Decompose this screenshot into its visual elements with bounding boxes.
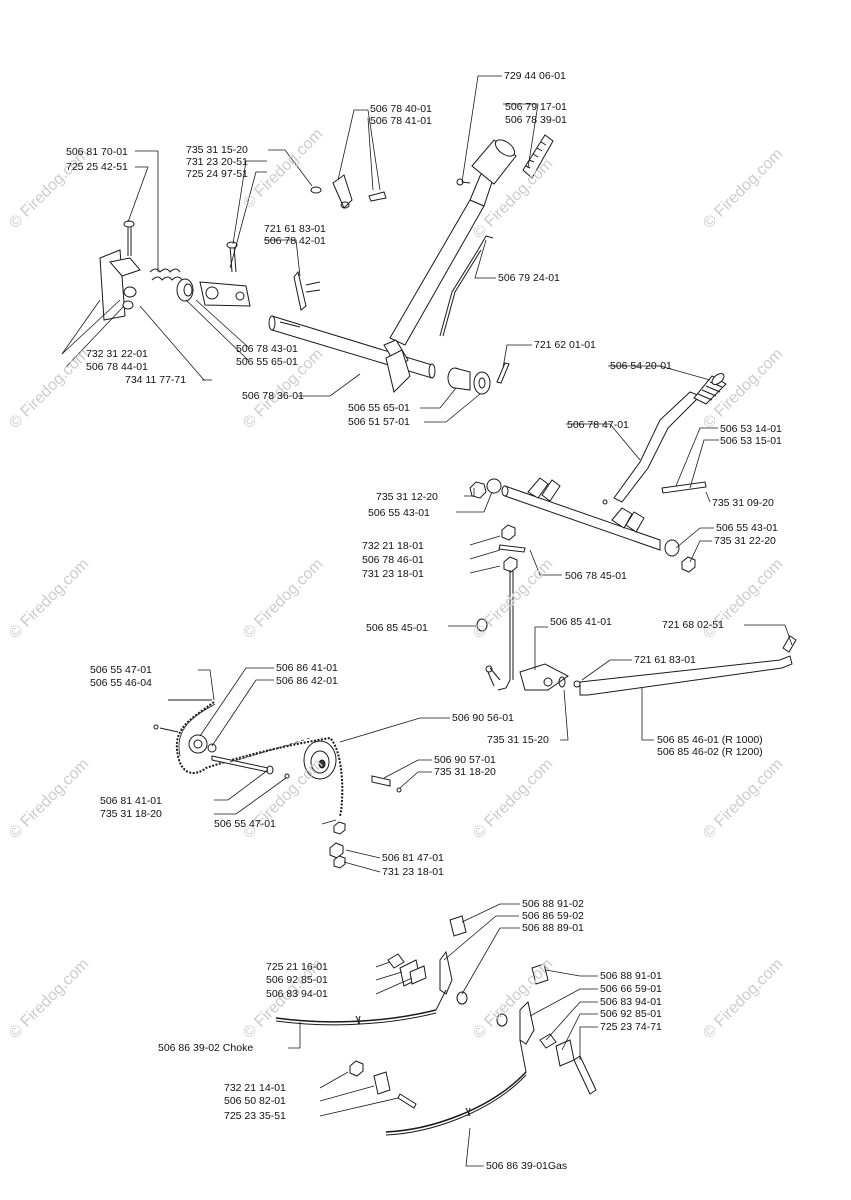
part-label: 732 21 18-01 [362, 540, 424, 552]
part-label: 506 88 91-01 [600, 970, 662, 982]
part-label: 506 81 47-01 [382, 852, 444, 864]
leader-lines-middle [448, 365, 793, 741]
part-label: 506 85 41-01 [550, 616, 612, 628]
part-label: 506 53 15-01 [720, 435, 782, 447]
part-label: 506 55 65-01 [348, 402, 410, 414]
part-label: 725 23 35-51 [224, 1110, 286, 1122]
part-label: 506 90 56-01 [452, 712, 514, 724]
part-label: 735 31 18-20 [100, 808, 162, 820]
part-label: 506 79 17-01 [505, 101, 567, 113]
part-label: 506 78 46-01 [362, 554, 424, 566]
part-label: 729 44 06-01 [504, 70, 566, 82]
part-label: 506 55 43-01 [716, 522, 778, 534]
part-label: 735 31 12-20 [376, 491, 438, 503]
part-label: 506 83 94-01 [266, 988, 328, 1000]
part-label: 731 23 18-01 [382, 866, 444, 878]
part-label: 735 31 15-20 [487, 734, 549, 746]
part-label: 506 78 39-01 [505, 114, 567, 126]
part-label: 506 86 42-01 [276, 675, 338, 687]
leader-lines-chain [198, 667, 450, 873]
part-label: 506 86 39-01Gas [486, 1160, 568, 1172]
part-label: 506 55 47-01 [214, 818, 276, 830]
part-label: 506 55 47-01 [90, 664, 152, 676]
part-label: 735 31 22-20 [714, 535, 776, 547]
part-label: 506 78 41-01 [370, 115, 432, 127]
part-label: 506 78 43-01 [236, 343, 298, 355]
part-label: 725 21 16-01 [266, 961, 328, 973]
part-label: 506 51 57-01 [348, 416, 410, 428]
part-label: 506 78 36-01 [242, 390, 304, 402]
part-label: 735 31 09-20 [712, 497, 774, 509]
part-label: 506 86 41-01 [276, 662, 338, 674]
part-label: 721 68 02-51 [662, 619, 724, 631]
part-label: 506 86 39-02 Choke [158, 1042, 254, 1054]
part-label: 506 78 47-01 [567, 419, 629, 431]
part-label: 506 85 45-01 [366, 622, 428, 634]
part-label: 506 88 89-01 [522, 922, 584, 934]
part-label: 506 78 40-01 [370, 103, 432, 115]
part-label: 506 66 59-01 [600, 983, 662, 995]
part-label: 506 81 70-01 [66, 146, 128, 158]
part-label: 732 21 14-01 [224, 1082, 286, 1094]
part-label: 735 31 18-20 [434, 766, 496, 778]
part-label: 506 78 45-01 [565, 570, 627, 582]
part-label: 725 25 42-51 [66, 161, 128, 173]
part-label: 506 92 85-01 [600, 1008, 662, 1020]
part-label: 732 31 22-01 [86, 348, 148, 360]
part-label: 506 81 41-01 [100, 795, 162, 807]
part-label: 506 92 85-01 [266, 974, 328, 986]
part-label: 731 23 20-51 [186, 156, 248, 168]
part-label: 506 78 42-01 [264, 235, 326, 247]
part-label: 506 50 82-01 [224, 1095, 286, 1107]
part-label: 725 23 74-71 [600, 1021, 662, 1033]
part-label: 506 55 46-04 [90, 677, 152, 689]
part-label: 506 83 94-01 [600, 996, 662, 1008]
part-label: 506 88 91-02 [522, 898, 584, 910]
part-label: 735 31 15-20 [186, 144, 248, 156]
part-label: 721 61 83-01 [264, 223, 326, 235]
part-label: 721 62 01-01 [534, 339, 596, 351]
part-label: 506 55 43-01 [368, 507, 430, 519]
part-label: 731 23 18-01 [362, 568, 424, 580]
leader-lines-cable [288, 903, 598, 1167]
part-label: 506 86 59-02 [522, 910, 584, 922]
chain-drive-assembly [153, 699, 402, 869]
handle-shaft-assembly [99, 134, 554, 395]
part-label: 506 85 46-01 (R 1000) [657, 734, 763, 746]
part-label: 734 11 77-71 [125, 374, 187, 386]
leader-lines-top [61, 75, 539, 423]
part-label: 506 55 65-01 [236, 356, 298, 368]
throttle-cable-assembly [275, 915, 597, 1136]
part-label: 721 61 83-01 [634, 654, 696, 666]
part-label: 725 24 97-51 [186, 168, 248, 180]
part-label: 506 78 44-01 [86, 361, 148, 373]
part-label: 506 90 57-01 [434, 754, 496, 766]
part-label: 506 85 46-02 (R 1200) [657, 746, 763, 758]
part-label: 506 53 14-01 [720, 423, 782, 435]
gear-shift-assembly [469, 373, 797, 696]
part-label: 506 79 24-01 [498, 272, 560, 284]
part-label: 506 54 20-01 [610, 360, 672, 372]
